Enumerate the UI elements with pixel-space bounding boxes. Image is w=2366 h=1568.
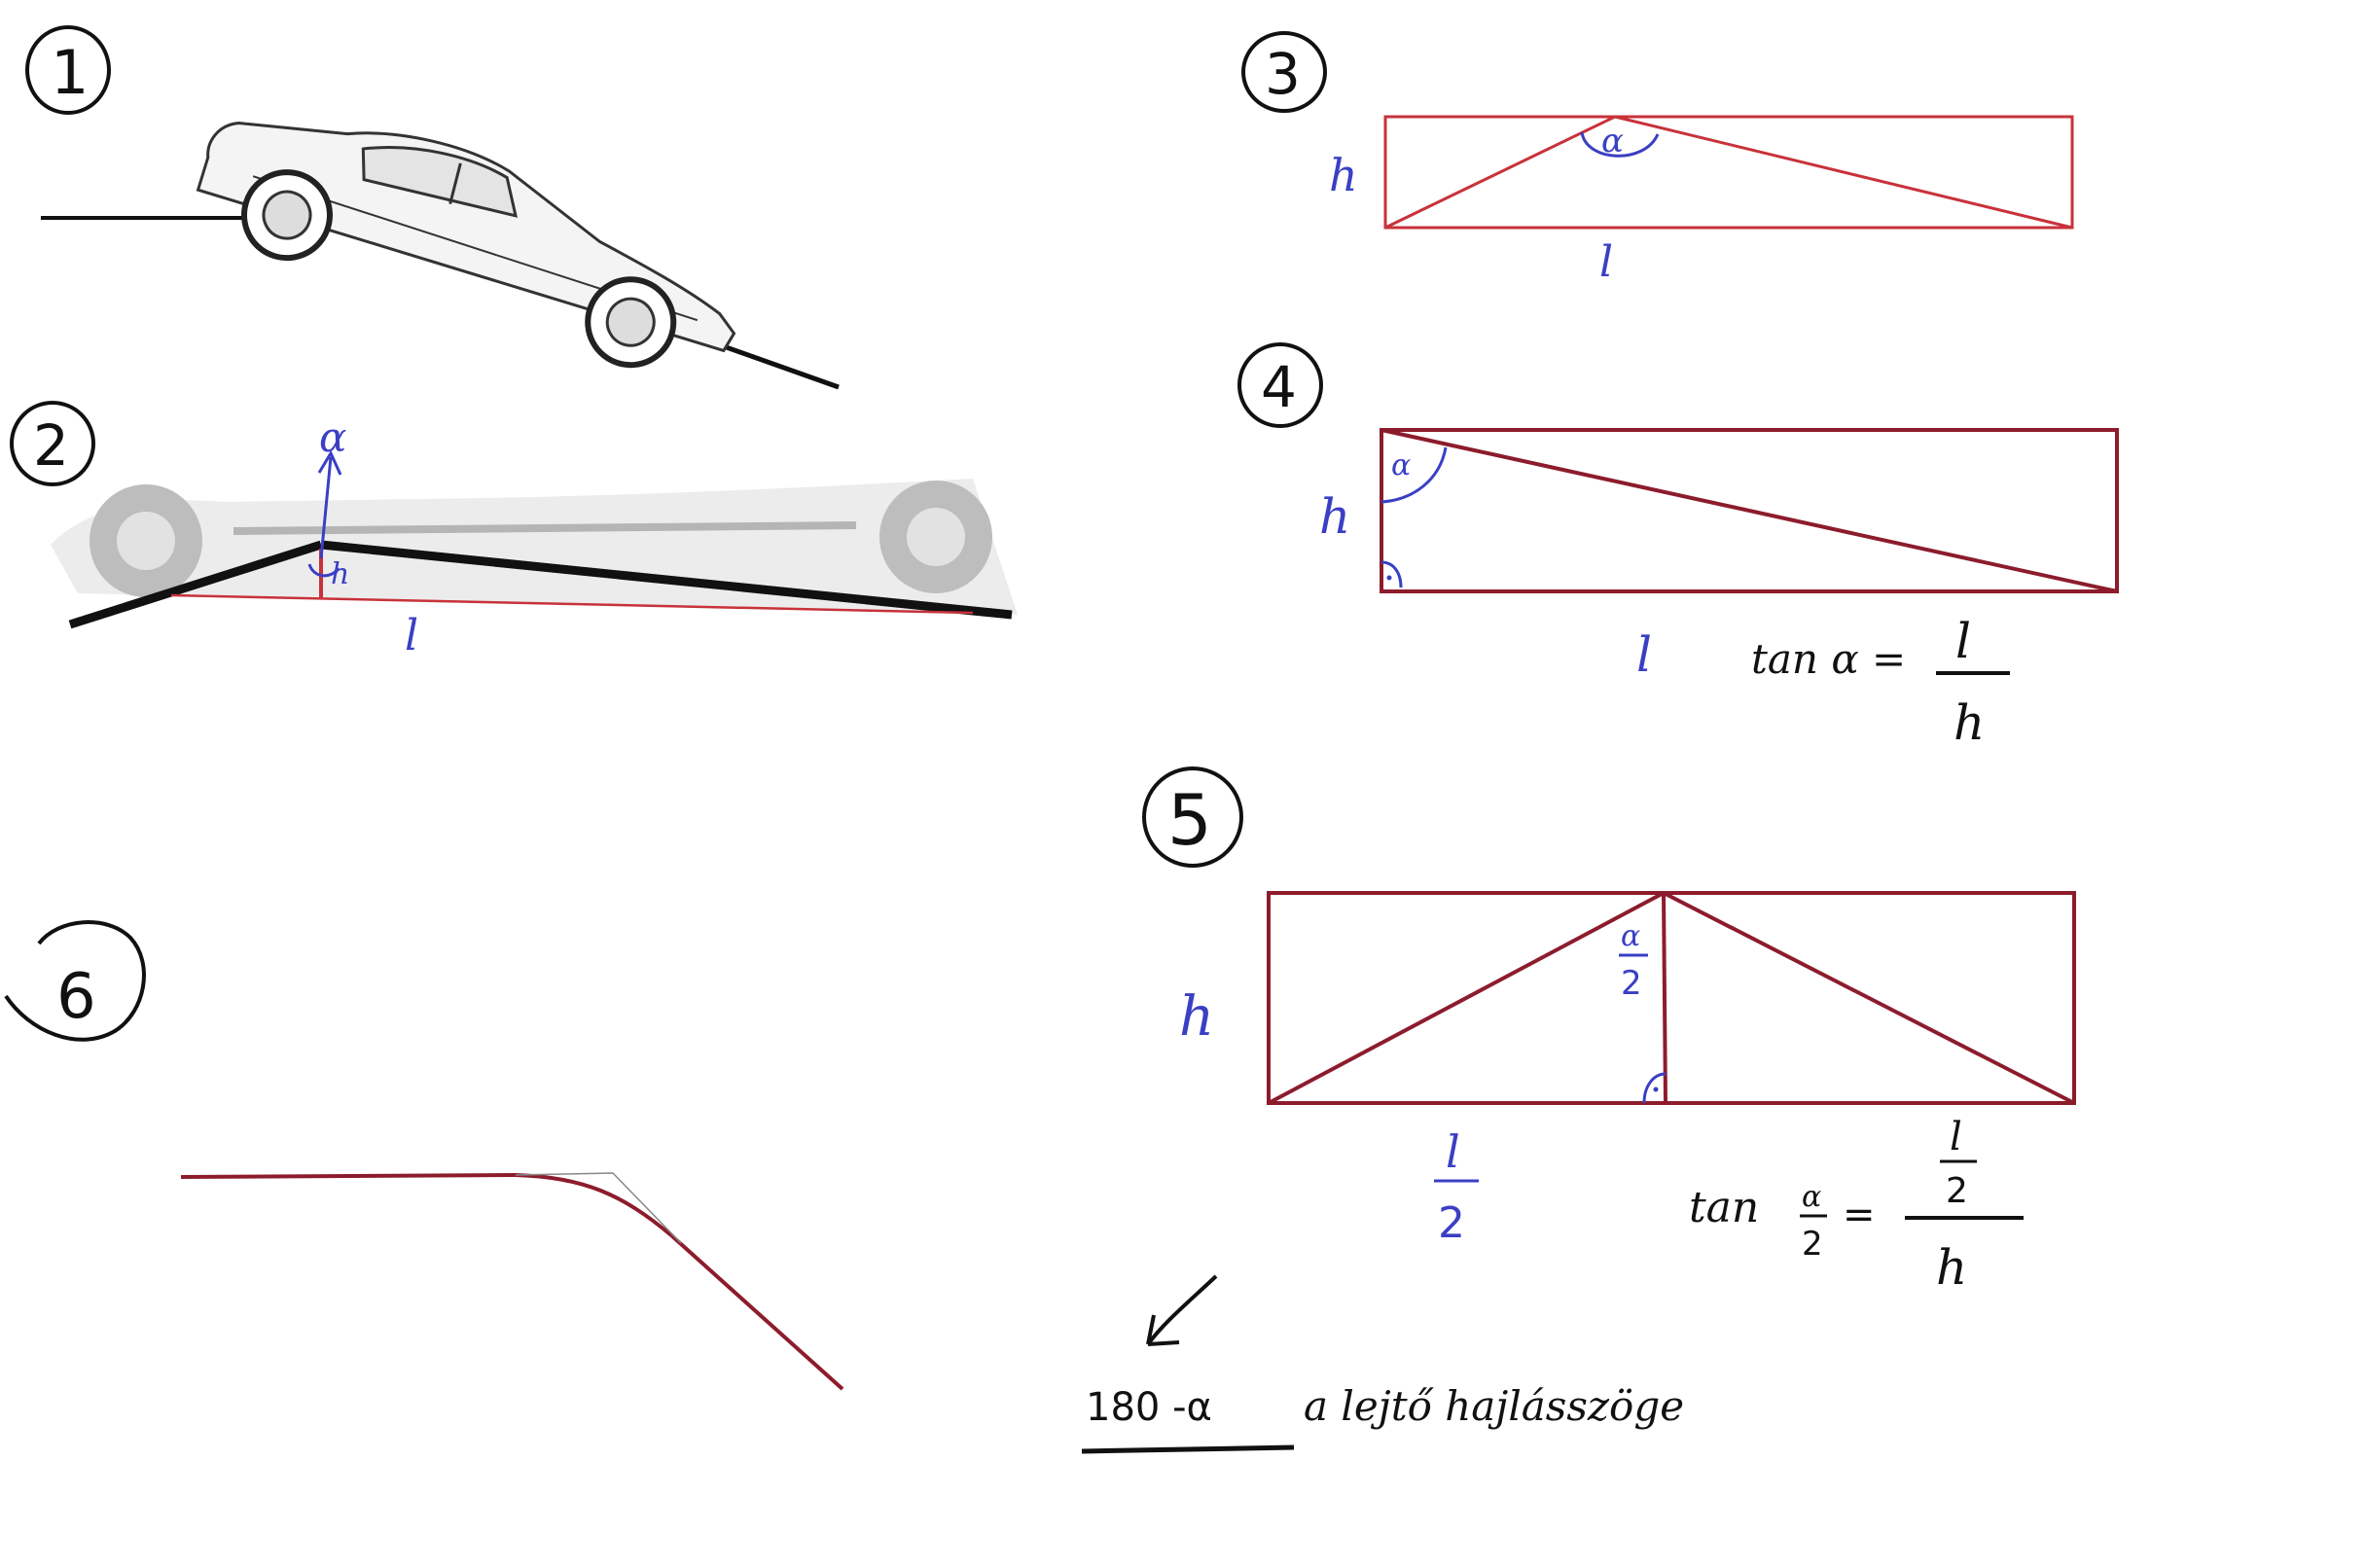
chord-l-line bbox=[170, 593, 974, 615]
label-alpha-half-num: α bbox=[1621, 919, 1640, 953]
flat-road-line bbox=[180, 1173, 517, 1179]
label-alpha-3: α bbox=[1601, 122, 1624, 160]
conclusion-value: 180 -α bbox=[1086, 1385, 1212, 1430]
formula-5-alpha-den: 2 bbox=[1802, 1225, 1823, 1264]
ramp-left-line bbox=[68, 540, 323, 629]
label-l-half-den: 2 bbox=[1438, 1198, 1465, 1248]
triangle-5 bbox=[1268, 890, 2075, 1105]
right-angle-dot-5 bbox=[1653, 1087, 1659, 1092]
right-angle-icon-5 bbox=[1642, 1072, 1667, 1104]
step-4-circle bbox=[1237, 342, 1323, 428]
step-3-number: 3 bbox=[1265, 41, 1301, 107]
blurred-car-strip bbox=[51, 479, 1018, 615]
step-6-number: 6 bbox=[56, 961, 96, 1033]
label-l-2: l bbox=[405, 611, 418, 660]
formula-4-denominator: h bbox=[1954, 695, 1985, 751]
label-h-5: h bbox=[1179, 985, 1214, 1049]
blurred-rear-hub bbox=[117, 512, 175, 570]
sharp-crest-reference bbox=[515, 1172, 682, 1244]
formula-4-lhs: tan α = bbox=[1751, 635, 1906, 683]
right-angle-icon bbox=[1380, 560, 1403, 588]
blurred-sill bbox=[233, 521, 857, 535]
step-6-circle bbox=[4, 920, 146, 1042]
label-l-3: l bbox=[1599, 237, 1613, 287]
arrow-down-left-icon bbox=[1146, 1274, 1218, 1346]
step-5-circle bbox=[1142, 766, 1243, 868]
formula-5-alpha-num: α bbox=[1802, 1180, 1821, 1214]
step-4-number: 4 bbox=[1261, 354, 1297, 420]
rect-3 bbox=[1383, 115, 2074, 230]
blurred-front-hub bbox=[907, 508, 965, 566]
formula-5-num-2: 2 bbox=[1946, 1171, 1968, 1211]
label-h-2: h bbox=[331, 557, 349, 591]
label-h-3: h bbox=[1329, 149, 1358, 201]
normal-vector-line bbox=[319, 456, 333, 559]
label-l-4: l bbox=[1636, 626, 1652, 683]
triangle-3 bbox=[1384, 115, 2073, 230]
angle-arc-3 bbox=[1580, 131, 1660, 158]
step-3-circle bbox=[1241, 31, 1327, 113]
panel-5: 5 α 2 h l 2 tan α 2 = l 2 h bbox=[1142, 766, 2076, 1296]
normal-arrow-head bbox=[317, 449, 342, 476]
car-icon bbox=[196, 121, 736, 369]
panel-6: 6 bbox=[4, 920, 844, 1391]
panel-4: 4 α h l tan α = l h bbox=[1237, 342, 2119, 751]
formula-5-den: h bbox=[1936, 1239, 1967, 1296]
angle-arc-4 bbox=[1380, 446, 1448, 504]
label-l-half-num: l bbox=[1446, 1125, 1460, 1178]
rounded-crest-curve bbox=[515, 1173, 673, 1237]
diagonal-4 bbox=[1380, 428, 2118, 593]
label-alpha-half-den: 2 bbox=[1621, 964, 1642, 1003]
step-1-number: 1 bbox=[51, 37, 89, 108]
angle-arc-2 bbox=[307, 563, 341, 578]
formula-5-num-l: l bbox=[1950, 1115, 1962, 1159]
altitude-5 bbox=[1662, 892, 1667, 1104]
conclusion-underline bbox=[1081, 1444, 1295, 1454]
formula-5-lhs: tan bbox=[1689, 1183, 1759, 1232]
ramp-right-line bbox=[320, 540, 1013, 620]
label-h-4: h bbox=[1319, 488, 1350, 545]
rect-5 bbox=[1267, 891, 2076, 1105]
panel-2: 2 α h l bbox=[10, 401, 1018, 660]
conclusion: 180 -α a lejtő hajlásszöge bbox=[1081, 1274, 1684, 1454]
panel-1: 1 bbox=[25, 25, 840, 390]
label-alpha-2: α bbox=[319, 413, 346, 461]
step-5-number: 5 bbox=[1167, 779, 1212, 861]
panel-3: 3 α h l bbox=[1241, 31, 2074, 287]
formula-4-numerator: l bbox=[1955, 613, 1971, 669]
conclusion-text: a lejtő hajlásszöge bbox=[1304, 1382, 1684, 1430]
rect-4 bbox=[1380, 428, 2119, 593]
label-alpha-4: α bbox=[1391, 448, 1411, 482]
right-angle-dot-4 bbox=[1386, 575, 1392, 581]
step-2-circle bbox=[10, 401, 95, 486]
step-1-circle bbox=[25, 25, 111, 115]
step-2-number: 2 bbox=[33, 412, 69, 479]
formula-5-eq: = bbox=[1843, 1193, 1876, 1237]
descending-road-line bbox=[669, 1233, 844, 1391]
